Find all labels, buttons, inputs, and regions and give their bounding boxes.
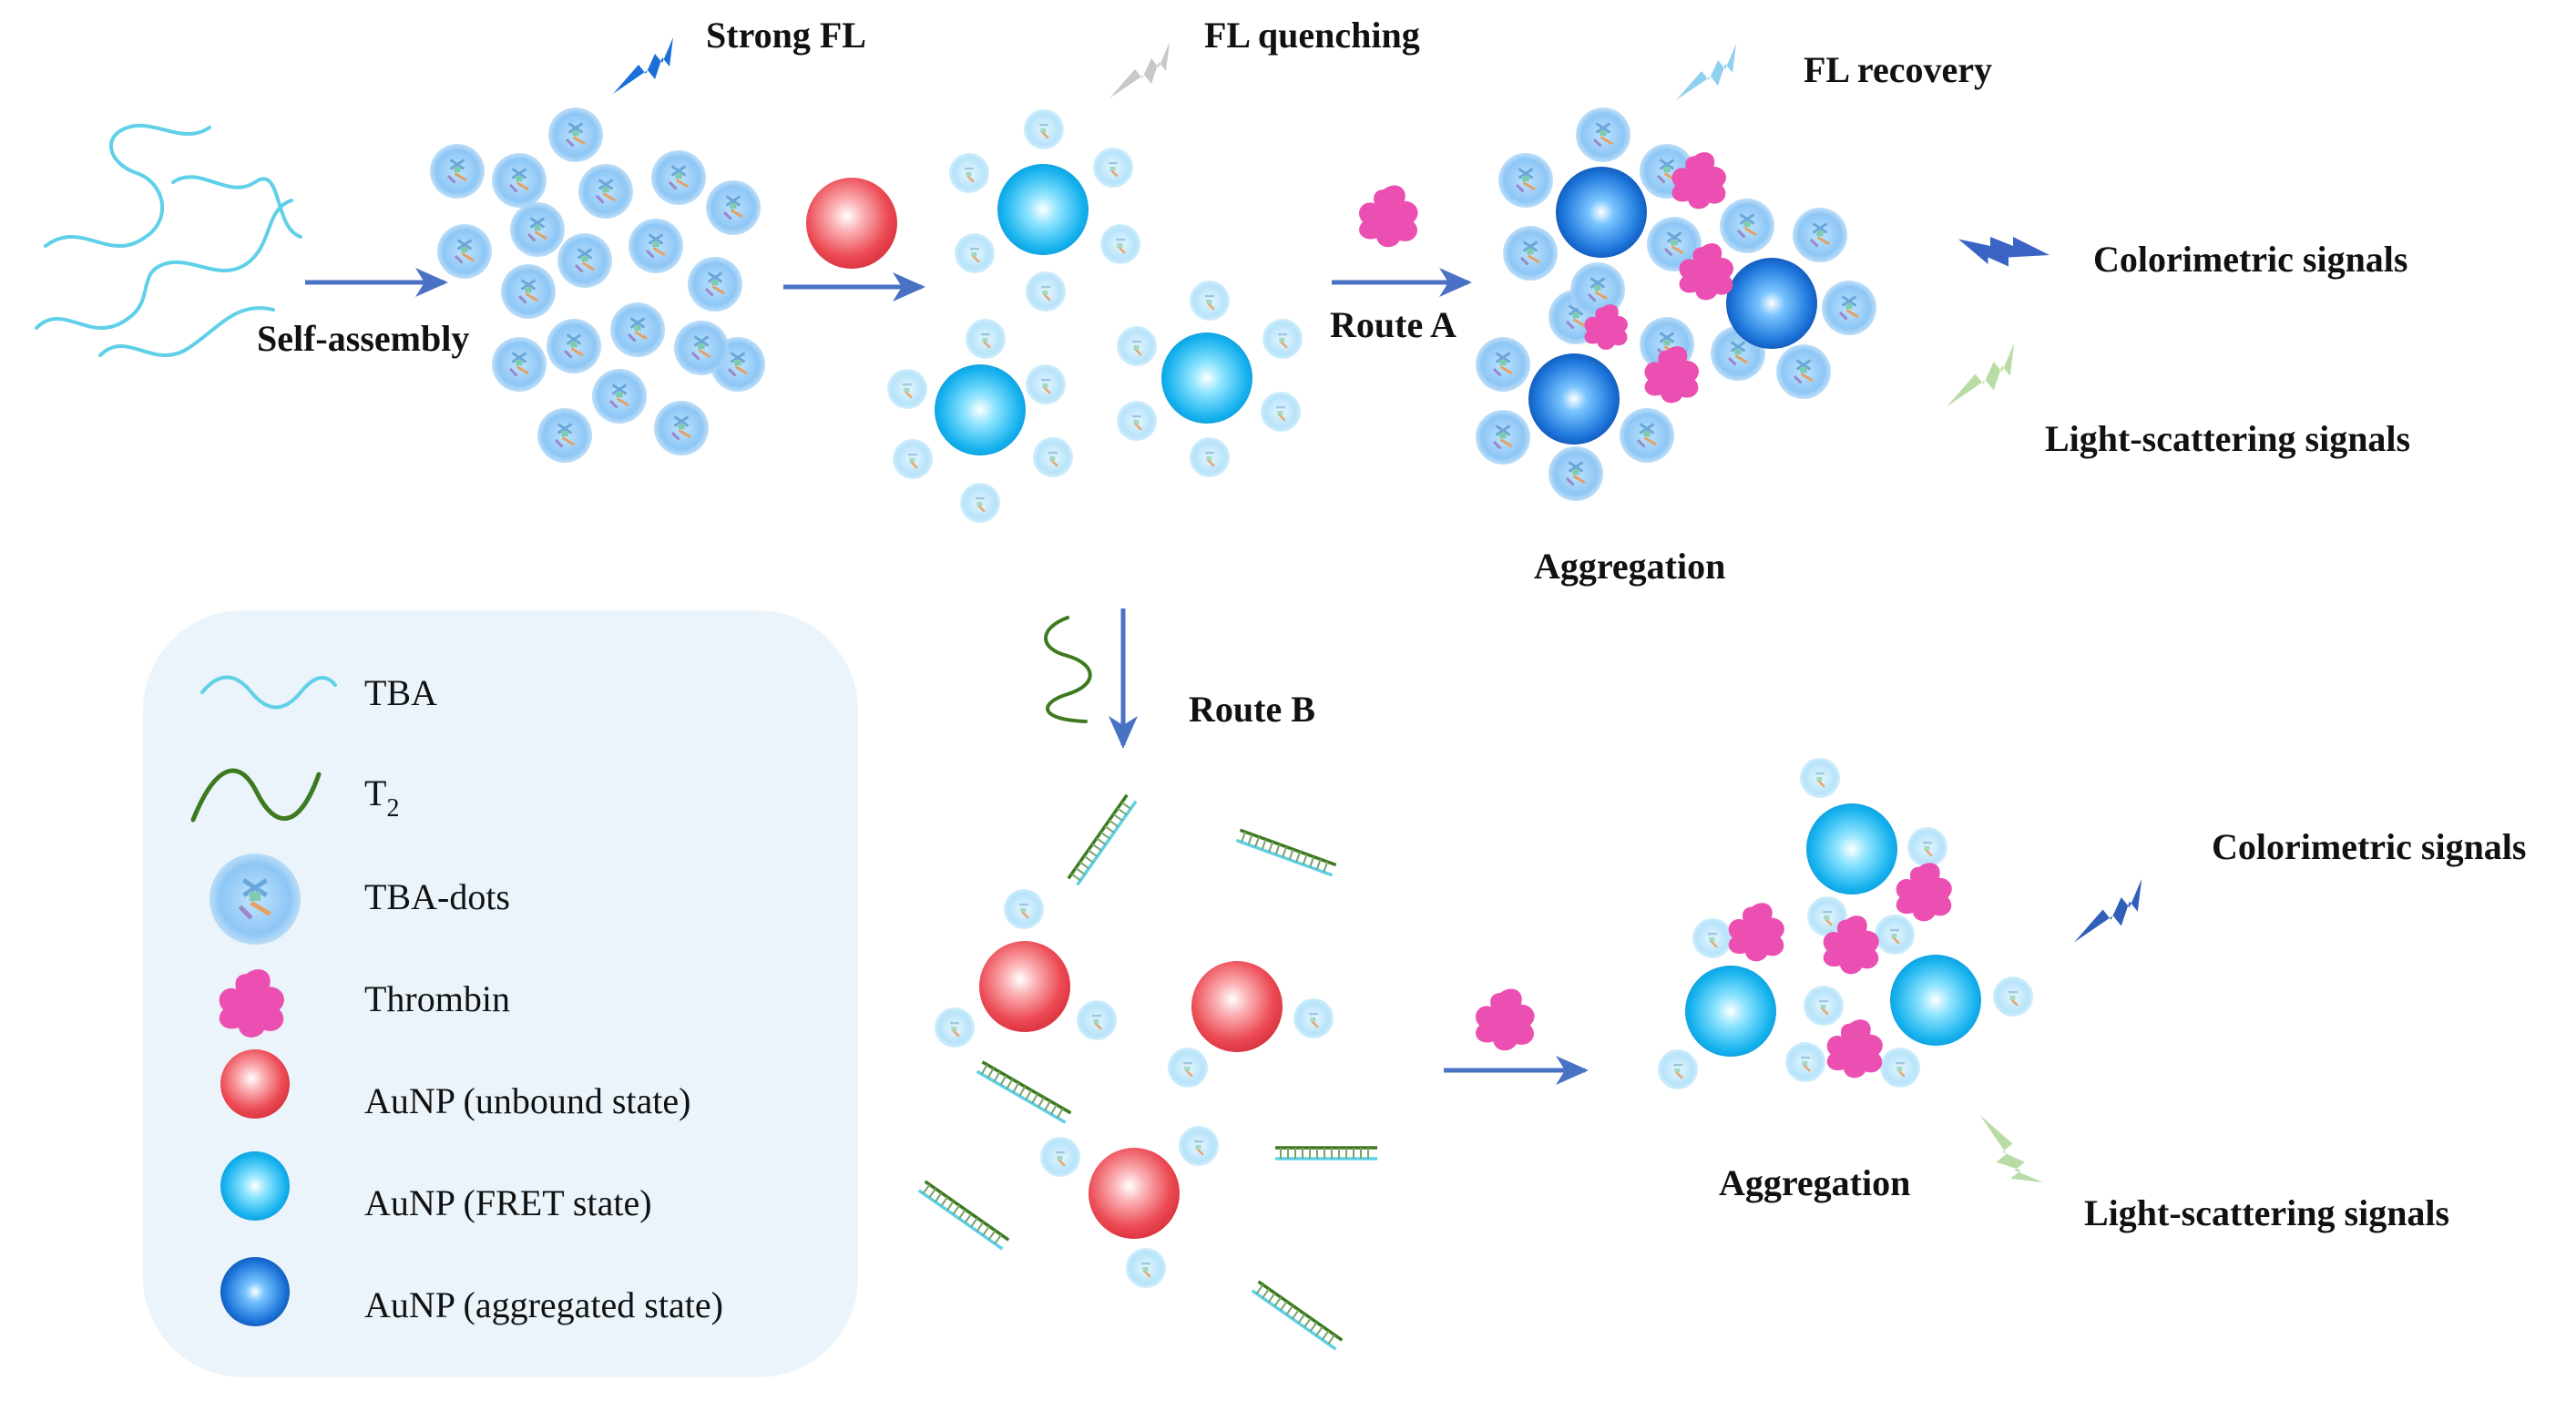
fl-quenching-label: FL quenching xyxy=(1204,15,1420,56)
legend-aunp-fret-icon xyxy=(220,1151,290,1221)
aunp-unbound-top xyxy=(806,178,897,269)
strong-fl-bolt-icon xyxy=(613,37,673,94)
legend-t2-label: T2 xyxy=(364,772,399,823)
route-b-label: Route B xyxy=(1189,689,1315,730)
route-b-unbound-group xyxy=(916,793,1379,1351)
thrombin-route-b xyxy=(1475,988,1535,1051)
colorimetric-b-bolt-icon xyxy=(2074,878,2142,943)
legend-t2-icon xyxy=(190,768,322,823)
legend-aunp-aggregated-label: AuNP (aggregated state) xyxy=(364,1284,723,1325)
colorimetric-a-label: Colorimetric signals xyxy=(2093,239,2408,280)
fl-recovery-bolt-icon xyxy=(1676,44,1736,100)
aggregation-a-label: Aggregation xyxy=(1534,546,1725,587)
tba-dots-cluster xyxy=(428,106,767,465)
light-scattering-b-bolt-icon xyxy=(1979,1115,2044,1183)
legend-tba-icon xyxy=(200,675,337,710)
colorimetric-a-bolt-icon xyxy=(1958,237,2050,267)
light-scattering-b-label: Light-scattering signals xyxy=(2084,1192,2449,1233)
legend-thrombin-label: Thrombin xyxy=(364,978,510,1019)
fl-recovery-label: FL recovery xyxy=(1804,49,1992,90)
self-assembly-label: Self-assembly xyxy=(257,318,469,359)
route-a-label: Route A xyxy=(1330,304,1457,345)
legend-tba-label: TBA xyxy=(364,672,437,713)
legend-panel: TBA T2 TBA-dots Thrombin AuNP (unbound s… xyxy=(143,610,858,1377)
legend-aunp-aggregated-icon xyxy=(220,1257,290,1326)
colorimetric-b-label: Colorimetric signals xyxy=(2212,826,2527,867)
aggregation-a-cluster xyxy=(1474,106,1878,503)
tba-strands xyxy=(35,123,302,357)
fret-state-group xyxy=(885,107,1304,525)
legend-aunp-fret-label: AuNP (FRET state) xyxy=(364,1182,652,1223)
legend-tba-dots-label: TBA-dots xyxy=(364,876,510,917)
legend-tba-dots-icon xyxy=(210,854,301,945)
legend-aunp-unbound-label: AuNP (unbound state) xyxy=(364,1080,690,1121)
strong-fl-label: Strong FL xyxy=(706,15,866,56)
light-scattering-a-bolt-icon xyxy=(1947,343,2015,407)
aggregation-b-label: Aggregation xyxy=(1719,1162,1910,1203)
thrombin-route-a xyxy=(1358,185,1418,248)
fl-quenching-bolt-icon xyxy=(1109,42,1170,98)
light-scattering-a-label: Light-scattering signals xyxy=(2045,418,2410,459)
aggregation-b-cluster xyxy=(1656,756,2035,1091)
t2-strand-route-b xyxy=(1044,616,1092,723)
legend-aunp-unbound-icon xyxy=(220,1049,290,1119)
